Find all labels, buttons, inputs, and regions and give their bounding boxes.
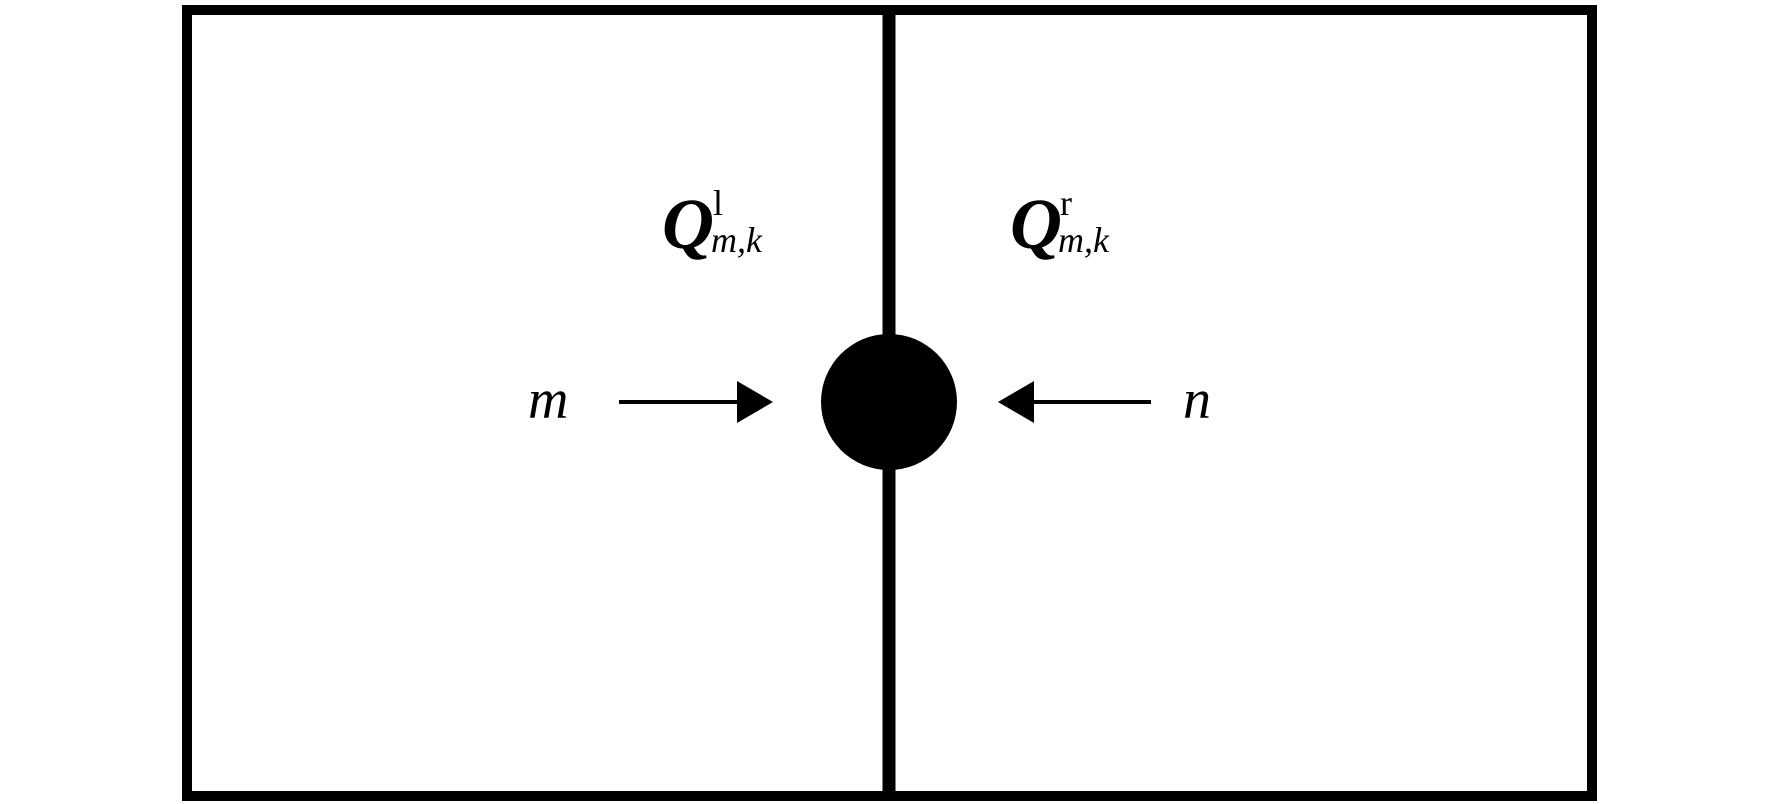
right-flow-label: Q r m,k	[1010, 183, 1110, 264]
left-node-label: m	[528, 369, 568, 431]
right-flow-base: Q	[1010, 184, 1062, 264]
left-flow-label: Q l m,k	[662, 183, 763, 264]
left-flow-base: Q	[662, 184, 714, 264]
right-flow-subscript: m,k	[1058, 220, 1110, 260]
left-flow-subscript: m,k	[711, 220, 763, 260]
right-arrow	[998, 381, 1151, 423]
left-arrow	[619, 381, 773, 423]
left-flow-superscript: l	[713, 183, 723, 223]
right-node-label: n	[1183, 369, 1211, 431]
left-arrow-head	[737, 381, 773, 423]
right-arrow-head	[998, 381, 1034, 423]
central-node	[821, 334, 957, 470]
right-flow-superscript: r	[1060, 183, 1072, 223]
